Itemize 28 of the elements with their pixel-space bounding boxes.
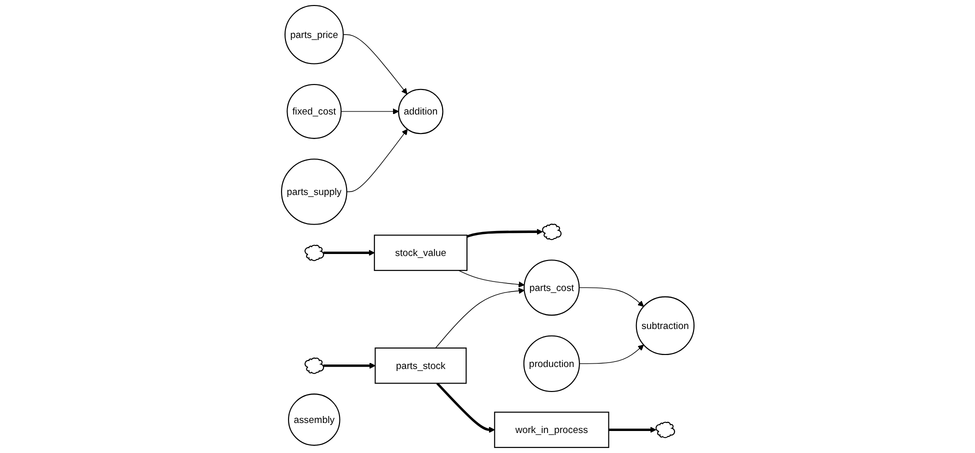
node-cloud xyxy=(655,422,675,438)
arrow xyxy=(342,34,408,94)
node-circle xyxy=(398,88,444,134)
node-box xyxy=(374,348,466,384)
arrow xyxy=(323,362,376,369)
arrow xyxy=(458,270,524,288)
arrow xyxy=(466,228,542,238)
arrow xyxy=(323,250,374,256)
node-box xyxy=(374,234,468,271)
arrow xyxy=(608,426,656,433)
node-circle xyxy=(523,335,580,392)
arrow xyxy=(578,344,644,364)
node-circle xyxy=(284,5,344,64)
node-box xyxy=(494,412,609,448)
node-cloud xyxy=(304,358,324,374)
node-cloud xyxy=(542,224,562,240)
arrow xyxy=(578,287,644,307)
arrow xyxy=(346,128,408,192)
node-circle xyxy=(636,296,694,356)
node-cloud xyxy=(304,244,324,262)
node-circle xyxy=(288,394,340,446)
node-circle xyxy=(523,260,580,316)
stock-flow-diagram: addition stock_value subtraction parts_price fixed_cost parts_cost parts_supply parts_stock production work_in_process assembly xyxy=(276,0,700,453)
node-circle xyxy=(286,84,342,139)
arrow xyxy=(436,382,495,433)
arrow xyxy=(434,288,524,348)
node-circle xyxy=(280,158,347,225)
arrow xyxy=(340,108,399,115)
